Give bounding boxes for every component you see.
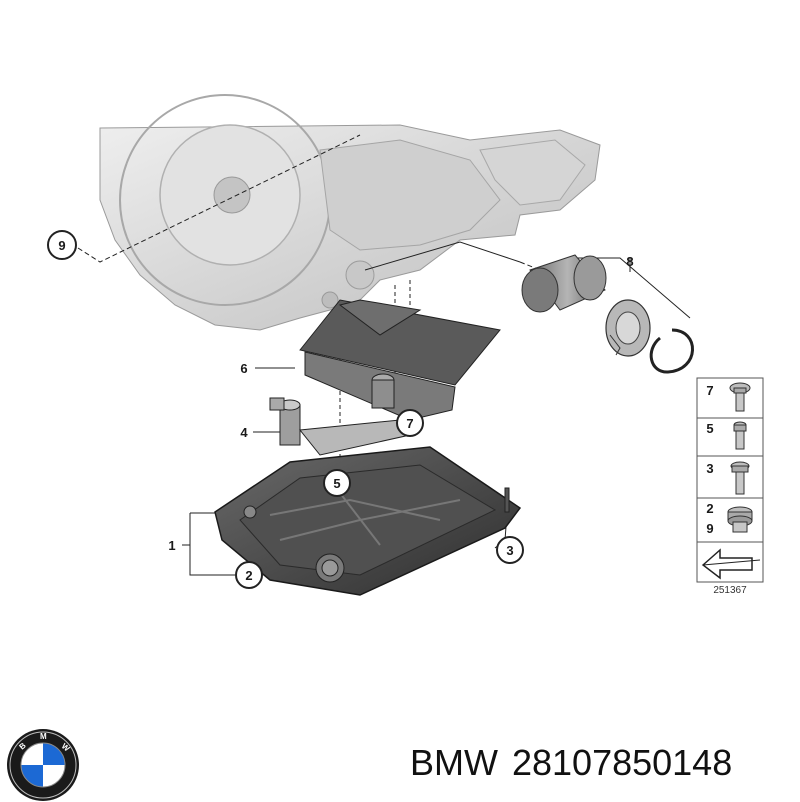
callout-5-label: 5	[333, 476, 340, 491]
callout-9-label: 9	[58, 238, 65, 253]
legend-row-1-label: 7	[706, 383, 713, 398]
fastener-legend: 7 5 3 2 9 251367	[696, 377, 764, 596]
callout-7-label: 7	[406, 416, 413, 431]
bmw-roundel-icon: B M W	[7, 729, 79, 801]
callout-7: 7	[396, 409, 424, 437]
callout-4-label: 4	[240, 425, 248, 440]
bolt-icon	[733, 421, 747, 450]
legend-row-2-label: 5	[706, 421, 713, 436]
legend-row-4-label-a: 2	[706, 501, 713, 516]
drain-plug-icon	[727, 506, 753, 533]
callout-1: 1	[168, 538, 175, 553]
callout-2-label: 2	[245, 568, 252, 583]
callout-3-label: 3	[506, 543, 513, 558]
oil-strainer	[299, 299, 501, 421]
svg-text:B: B	[18, 741, 28, 752]
callout-3: 3	[496, 536, 524, 564]
callout-9: 9	[47, 230, 77, 260]
part-caption: BMW 28107850148	[410, 738, 790, 788]
callout-5: 5	[323, 469, 351, 497]
filter-cover	[605, 299, 651, 357]
legend-row-4-label-b: 9	[706, 521, 713, 536]
callout-1-label: 1	[168, 538, 175, 553]
snap-ring	[649, 328, 694, 374]
callout-8: 8	[626, 254, 633, 269]
oil-filter	[521, 254, 607, 313]
callout-6: 6	[240, 361, 247, 376]
arrow-icon	[701, 548, 761, 580]
legend-row-3-label: 3	[706, 461, 713, 476]
torx-bolt-icon	[729, 382, 751, 412]
oil-pan	[214, 446, 522, 596]
hex-bolt-icon	[730, 461, 750, 495]
callout-4: 4	[240, 425, 248, 440]
callout-2: 2	[235, 561, 263, 589]
callout-6-label: 6	[240, 361, 247, 376]
brand-name: BMW	[410, 742, 498, 783]
reference-number: 251367	[713, 585, 747, 596]
part-number: 28107850148	[511, 742, 733, 783]
svg-text:W: W	[60, 742, 72, 754]
sensor	[269, 397, 411, 456]
svg-text:M: M	[40, 732, 47, 741]
callout-8-label: 8	[626, 254, 633, 269]
transmission-housing	[99, 94, 601, 331]
